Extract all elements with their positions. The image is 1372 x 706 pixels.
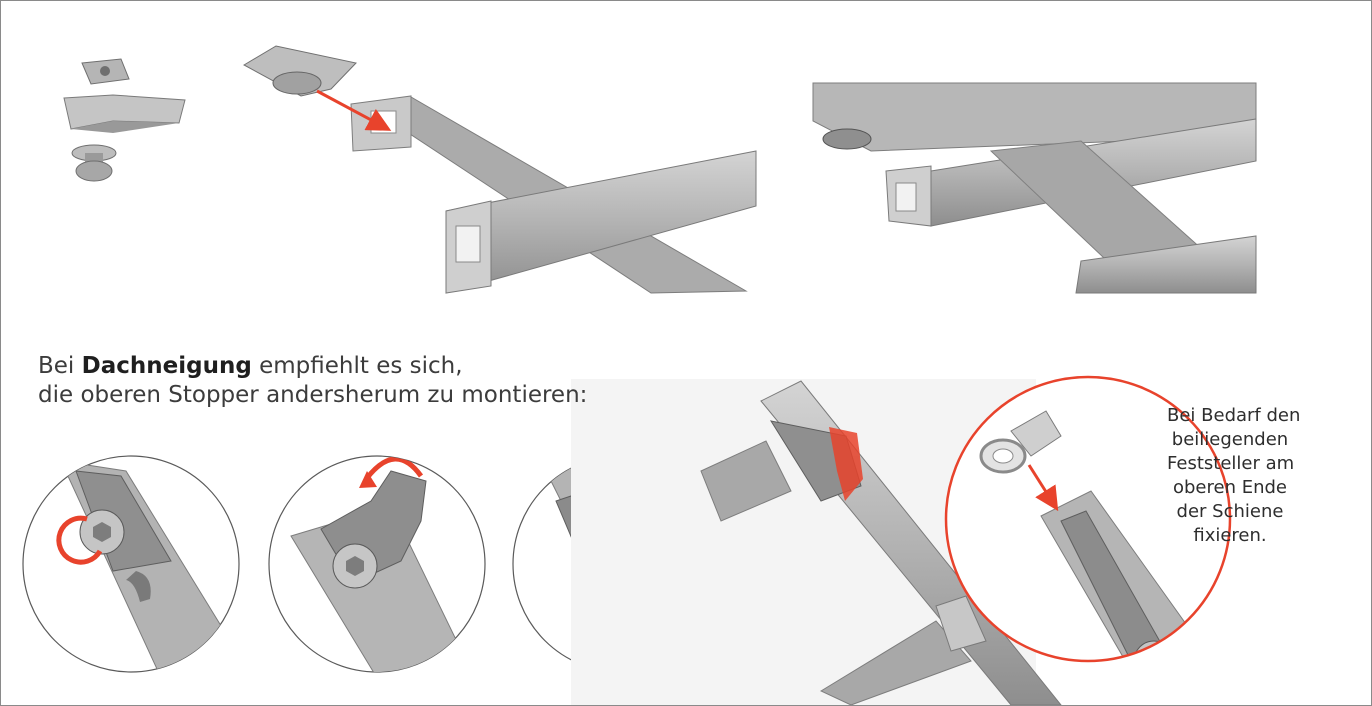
instruction-line-2: die oberen Stopper andersherum zu montie… xyxy=(38,382,588,408)
detail-circle-2 xyxy=(268,455,486,673)
instruction-line-1: Bei Dachneigung empfiehlt es sich, xyxy=(38,353,463,379)
rail-assembly-step-1 xyxy=(242,45,757,294)
note-line: beiliegenden xyxy=(1171,429,1289,450)
instruction-emphasis: Dachneigung xyxy=(81,353,252,379)
note-line: fixieren. xyxy=(1193,525,1267,546)
note-line: der Schiene xyxy=(1176,501,1284,522)
clamp-note: Bei Bedarf den beiliegenden Feststeller … xyxy=(1167,404,1301,548)
detail-circle-1 xyxy=(22,455,240,673)
rail-assembly-step-2 xyxy=(812,82,1257,294)
note-line: Feststeller am xyxy=(1167,453,1295,474)
note-line: oberen Ende xyxy=(1172,477,1287,498)
rail-frame-sloped-roof xyxy=(571,379,1062,705)
instruction-text: Bei Dachneigung empfiehlt es sich, die o… xyxy=(38,352,587,410)
stopper-parts-exploded xyxy=(63,58,186,182)
note-line: Bei Bedarf den xyxy=(1167,405,1301,426)
